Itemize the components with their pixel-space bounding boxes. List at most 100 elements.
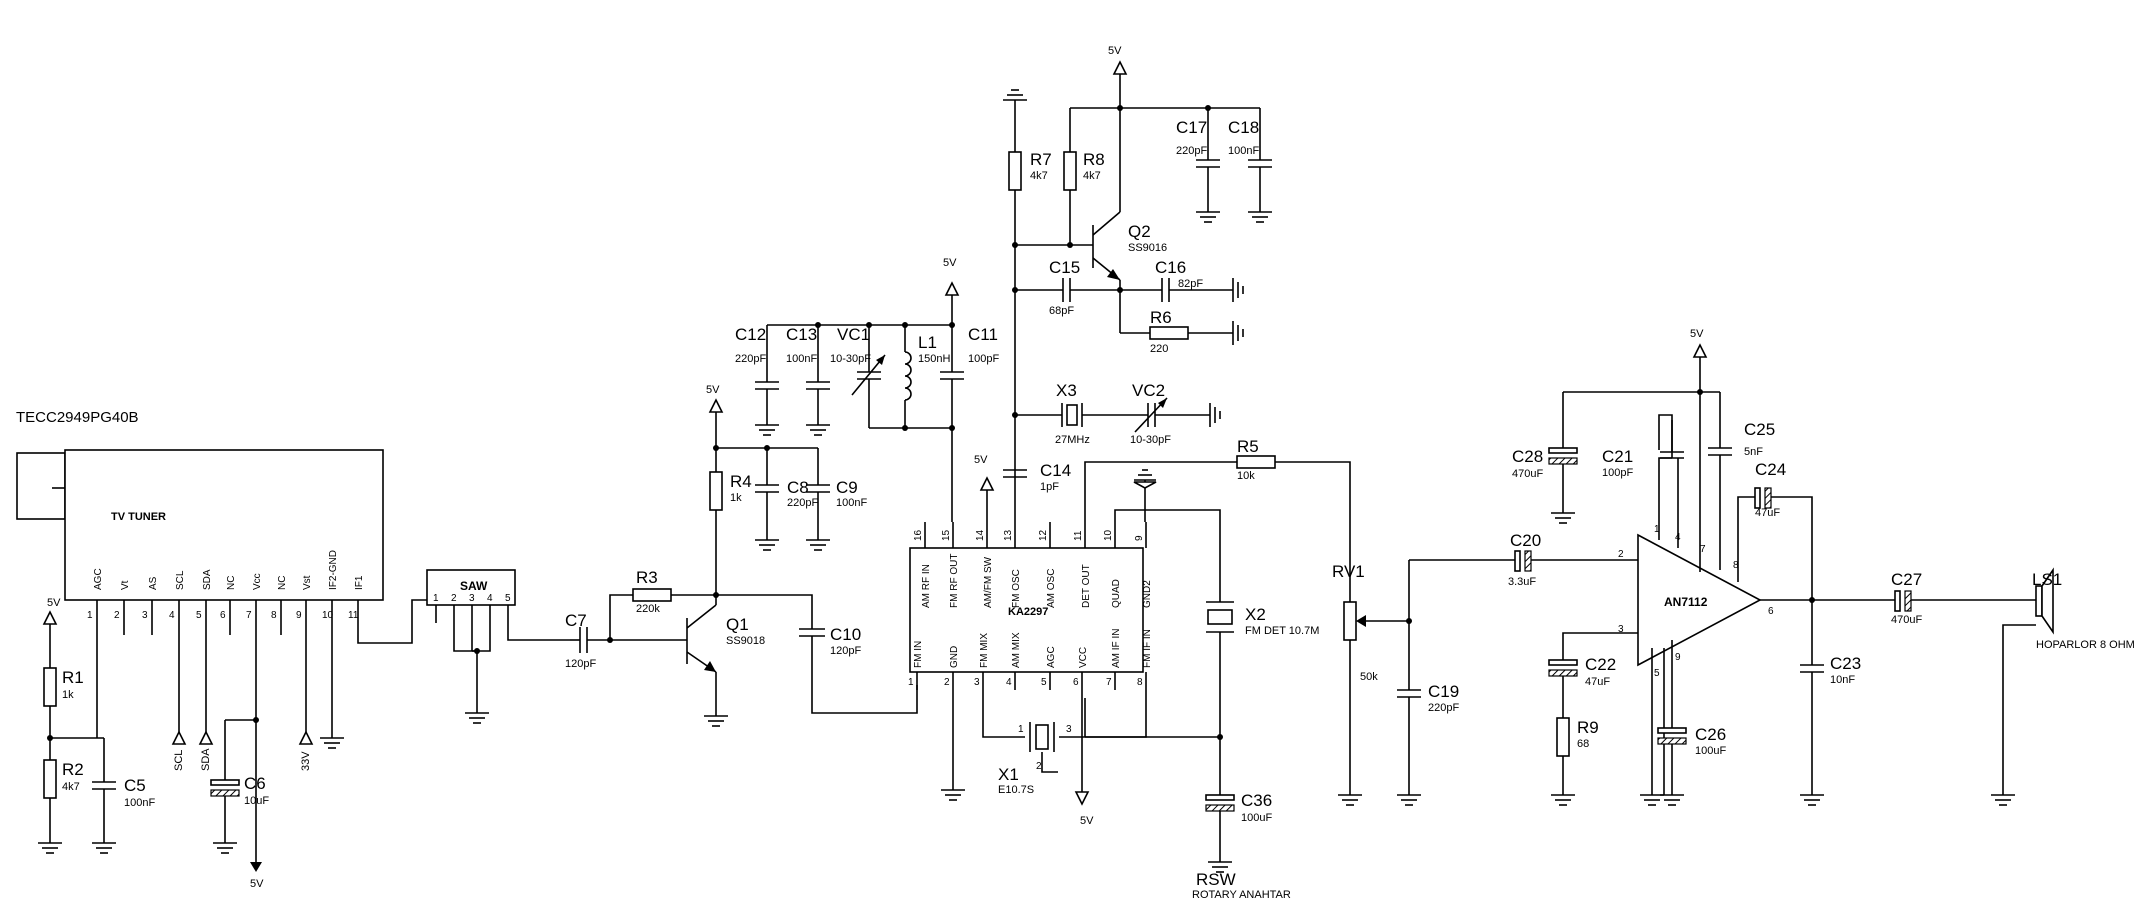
ka2297-pin-label: GND [949,646,960,668]
tuner-pin-label: SDA [202,569,213,590]
c17-ref: C17 [1176,118,1207,137]
r3-value: 220k [636,603,660,615]
tuner-pin-number: 4 [169,610,175,621]
tuner-pin-label: AGC [93,568,104,590]
vc1-value: 10-30pF [830,353,871,365]
c21-value: 100pF [1602,467,1633,479]
tuner-wiring [47,599,437,872]
ka2297-pin-label: AM/FM SW [983,556,994,608]
ka2297-pin-label: AM RF IN [921,564,932,608]
svg-text:5: 5 [1654,668,1660,679]
saw-pin-number: 5 [505,593,511,604]
ka2297-pin-number: 11 [1073,530,1084,541]
r8-body [1063,151,1077,191]
x2-ref: X2 [1245,605,1266,624]
c20-ref: C20 [1510,531,1541,550]
r5-body [1236,455,1276,469]
ka2297-pin-number: 12 [1038,529,1049,541]
saw-pin-number: 1 [433,593,439,604]
tuner-pin-label: Vst [302,575,313,590]
x3-ref: X3 [1056,381,1077,400]
fm-oscillator: R7 4k7 R8 4k7 5V Q2 SS9016 [1003,45,1272,522]
c28-value: 470uF [1512,468,1543,480]
l1-value: 150nH [918,353,950,365]
tuner-pin-number: 1 [87,610,93,621]
rf-preamp: C7 120pF R3 220k Q1 SS9018 5V R4 1k [565,384,918,727]
c11-ref: C11 [968,325,998,344]
tuner-pin-number: 6 [220,610,226,621]
ka2297-pin-label: FM IF IN [1142,629,1153,668]
c27-value: 470uF [1891,614,1922,626]
r1-ref: R1 [62,668,84,687]
ka2297-pin-number: 16 [913,529,924,541]
x1-ref: X1 [998,765,1019,784]
r5-value: 10k [1237,470,1255,482]
ka2297-pin-label: QUAD [1111,579,1122,608]
c26-ref: C26 [1695,725,1726,744]
q2-value: SS9016 [1128,242,1167,254]
svg-text:1: 1 [1654,524,1660,535]
r8-value: 4k7 [1083,170,1101,182]
r4-ref: R4 [730,472,752,491]
c25-value: 5nF [1744,446,1763,458]
c19-value: 220pF [1428,702,1459,714]
ka2297-pin-number: 7 [1106,677,1112,688]
svg-text:5V: 5V [250,878,264,890]
tv-tuner-module: TV TUNER AGC1Vt2AS3SCL4SDA5NC6Vcc7NC8Vst… [16,449,384,635]
ka2297-pin-number: 2 [944,677,950,688]
ka2297-pin-label: AM OSC [1046,569,1057,608]
c16-value: 82pF [1178,278,1203,290]
ka2297-pin-label: AM IF IN [1111,629,1122,668]
ka2297-pin-label: FM OSC [1011,569,1022,608]
tuner-pin-number: 9 [296,610,302,621]
c7-ref: C7 [565,611,587,630]
c13-value: 100nF [786,353,817,365]
l1-ref: L1 [918,333,937,352]
r5-ref: R5 [1237,437,1259,456]
ka2297-pin-label: FM IN [913,641,924,668]
c12-value: 220pF [735,353,766,365]
c10-value: 120pF [830,645,861,657]
c11-value: 100pF [968,353,999,365]
r6-body [1149,326,1189,340]
ka2297-pin-number: 13 [1003,529,1014,541]
c26-value: 100uF [1695,745,1726,757]
c18-ref: C18 [1228,118,1259,137]
r9-body [1556,717,1570,757]
c36-ref: C36 [1241,791,1272,810]
c23-ref: C23 [1830,654,1861,673]
fm-detector: R5 10k X2 FM DET 10.7M C36 100uF RSW ROT… [1084,437,1351,901]
tuner-pin-label: Vt [120,580,131,590]
c23-value: 10nF [1830,674,1855,686]
rsw-value: ROTARY ANAHTAR [1192,889,1291,901]
c28-ref: C28 [1512,447,1543,466]
an7112-label: AN7112 [1664,595,1708,609]
c19-ref: C19 [1428,682,1459,701]
ka2297-pin-label: DET OUT [1081,564,1092,608]
svg-text:3: 3 [1618,624,1624,635]
c20-value: 3.3uF [1508,576,1536,588]
vc1-ref: VC1 [837,325,870,344]
ceramic-filter: 1 2 3 X1 E10.7S 5V [941,690,1147,827]
ka2297-pin-label: GND2 [1142,580,1153,608]
r3-ref: R3 [636,568,658,587]
ka2297-pin-label: FM RF OUT [949,554,960,608]
tuner-pin-label: IF1 [354,575,365,590]
c22-ref: C22 [1585,655,1616,674]
c8-value: 220pF [787,497,818,509]
c9-ref: C9 [836,478,858,497]
rv1-value: 50k [1360,671,1378,683]
r9-ref: R9 [1577,718,1599,737]
c15-ref: C15 [1049,258,1080,277]
fm-tank-circuit: C12 220pF C13 100nF VC1 10-30pF L1 150nH [735,257,999,522]
an7112-amplifier: AN7112 1 2 3 4 5 6 7 8 9 5V C28 470uF C2… [1512,328,2135,806]
c22-value: 47uF [1585,676,1610,688]
r7-ref: R7 [1030,150,1052,169]
tuner-pin-label: IF2-GND [328,550,339,590]
q1-value: SS9018 [726,635,765,647]
r1-body [43,667,57,707]
saw-pin-number: 2 [451,593,457,604]
q1-ref: Q1 [726,615,749,634]
